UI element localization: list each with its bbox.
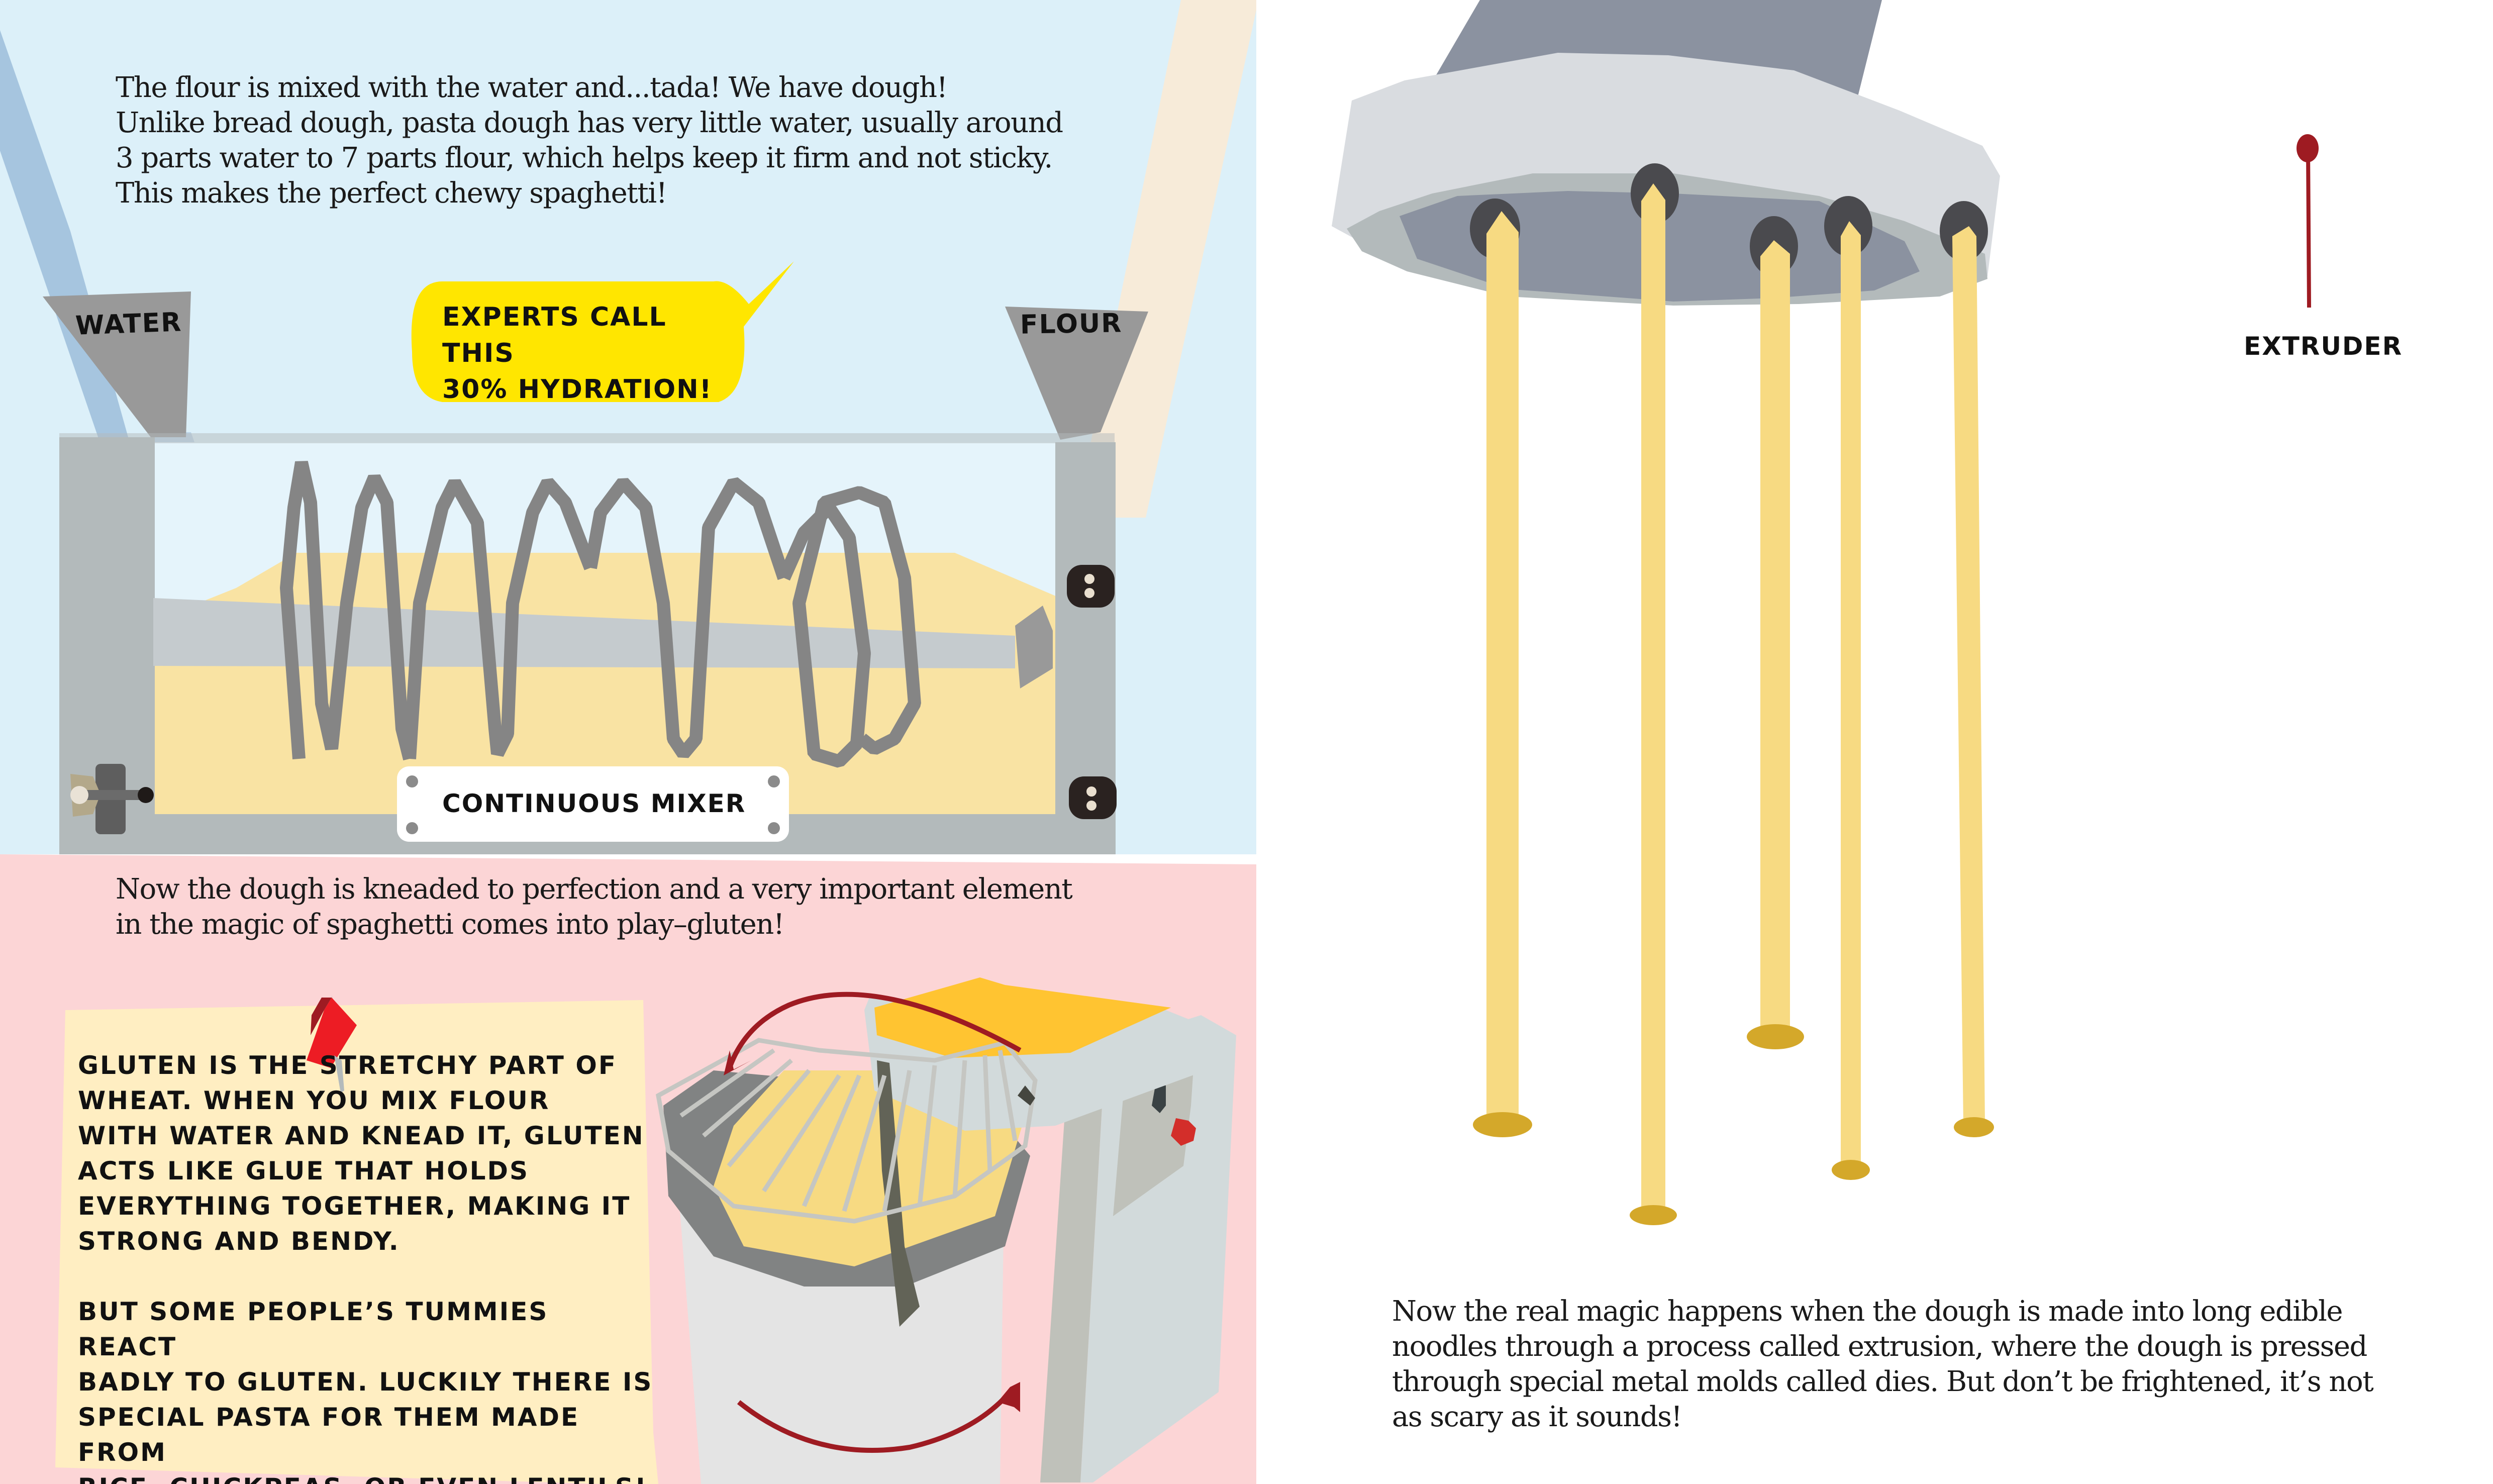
mixer-knob-top <box>1067 565 1115 608</box>
water-chute <box>43 291 191 437</box>
flour-stream <box>1075 0 1256 518</box>
intro-paragraph: The flour is mixed with the water and...… <box>116 71 1063 210</box>
pushpin-icon <box>307 995 357 1093</box>
kneader-lid <box>874 977 1171 1058</box>
sticky-note <box>55 1000 658 1484</box>
extruder-illustration <box>1332 0 2319 1225</box>
shaft-tip <box>1015 606 1053 688</box>
mixer-coil <box>280 461 921 768</box>
water-stream <box>0 30 151 518</box>
noodles <box>1486 183 1985 1211</box>
mixer-frame-top <box>59 433 1115 443</box>
flour-chute <box>1005 307 1148 440</box>
speech-bubble <box>411 261 794 402</box>
noodle-4 <box>1841 221 1861 1166</box>
speech-bubble-text: EXPERTS CALL THIS 30% HYDRATION! <box>442 302 713 405</box>
left-page: The flour is mixed with the water and...… <box>0 0 1256 1484</box>
extrusion-paragraph: Now the real magic happens when the doug… <box>1392 1295 2374 1433</box>
extruder-label: EXTRUDER <box>2244 332 2403 361</box>
rotation-arrow-bottom <box>737 1390 1012 1453</box>
mixer-nameplate <box>397 766 789 842</box>
extruder-callout-dot <box>2297 134 2319 162</box>
flour-chute-label: FLOUR <box>1020 308 1123 340</box>
noodle-1 <box>1486 211 1519 1121</box>
safety-guard <box>655 1038 1038 1224</box>
lever-arm <box>78 790 143 800</box>
noodle-tips <box>1473 1024 1994 1225</box>
right-page: EXTRUDER Now the real magic happens when… <box>1256 0 2493 1484</box>
extruder-callout-line <box>2306 150 2311 308</box>
spiral-kneader <box>655 977 1236 1484</box>
lever-knob <box>138 787 154 803</box>
noodle-3 <box>1760 240 1790 1033</box>
mixer-knob-bottom <box>1069 776 1117 819</box>
noodle-2 <box>1641 183 1665 1211</box>
water-chute-label: WATER <box>75 307 183 341</box>
sticky-note-text: GLUTEN IS THE STRETCHY PART OF WHEAT. WH… <box>78 1051 653 1484</box>
red-button <box>1171 1118 1196 1146</box>
gluten-intro-paragraph: Now the dough is kneaded to perfection a… <box>116 873 1073 941</box>
rotation-arrow-top <box>726 992 1022 1071</box>
mixing-illustration <box>0 0 1256 1484</box>
mixer-nameplate-label: CONTINUOUS MIXER <box>442 789 746 818</box>
noodle-5 <box>1952 226 1985 1123</box>
